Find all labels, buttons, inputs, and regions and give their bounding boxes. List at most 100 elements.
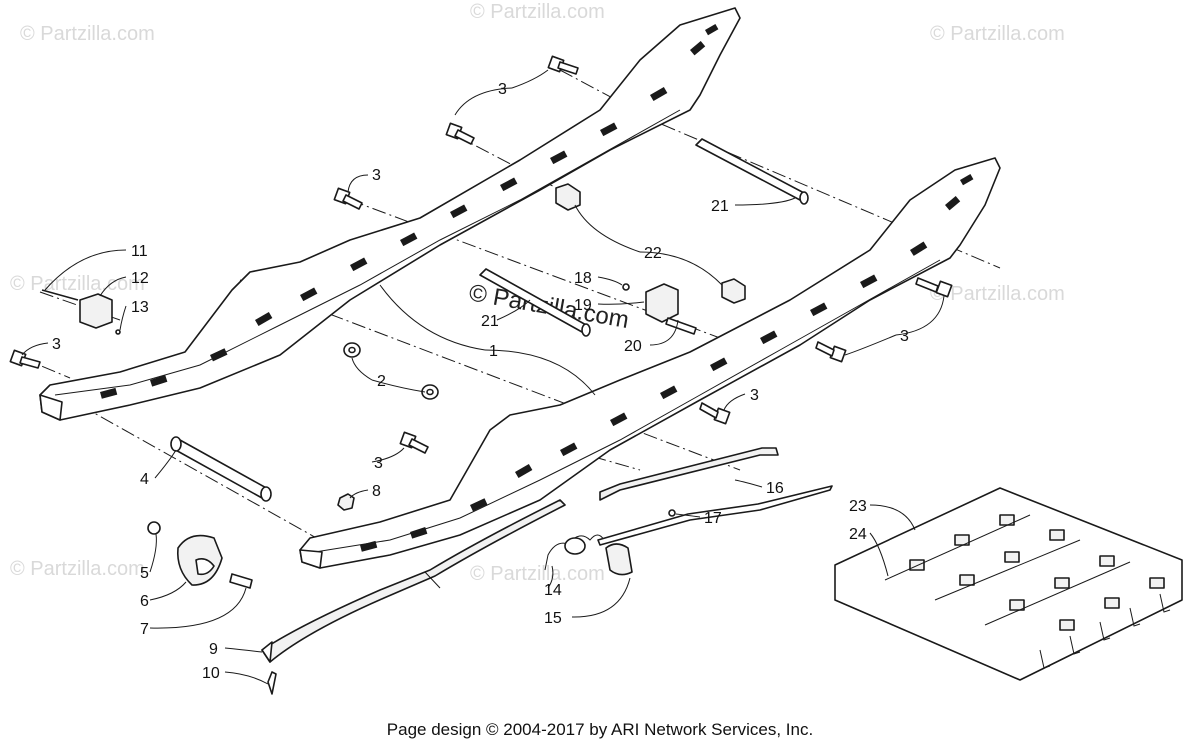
shaft-end: [799, 191, 809, 205]
right-rail-end: [299, 549, 323, 569]
spring-coil: [544, 534, 605, 571]
shaft-end: [581, 323, 591, 337]
watermark: © Partzilla.com: [930, 23, 1065, 45]
slide-joint: [424, 571, 441, 589]
bolt: [815, 341, 847, 363]
left-rail-edge: [54, 109, 681, 396]
callout-4: 4: [140, 471, 149, 488]
spring-body: [564, 537, 586, 555]
track: [834, 487, 1183, 681]
bolt: [229, 573, 253, 589]
callout-2: 2: [377, 373, 386, 390]
bolt: [399, 431, 429, 454]
plate-16: [599, 447, 779, 501]
callout-21: 21: [481, 313, 499, 330]
bolts: [9, 55, 953, 454]
callout-14: 14: [544, 582, 562, 599]
callouts: 3 3 3 3 3 3 21 21 22 11 12 13 18 19 20 1…: [52, 81, 909, 682]
callout-3: 3: [52, 336, 61, 353]
washer-hole: [426, 388, 434, 396]
callout-19: 19: [574, 297, 592, 314]
callout-22: 22: [644, 245, 662, 262]
right-rail-body: [299, 157, 1001, 569]
track-rods: [884, 514, 1131, 626]
screw-17: [668, 509, 676, 517]
left-rail-end: [39, 394, 63, 421]
callout-7: 7: [140, 621, 149, 638]
left-rail-body: [39, 7, 741, 421]
track-lugs: [1039, 593, 1171, 669]
screw-10: [267, 671, 277, 695]
assembly-line: [79, 404, 321, 541]
bolt: [9, 349, 41, 369]
callout-10: 10: [202, 665, 220, 682]
bumper-block-rear: [622, 283, 697, 335]
assembly-line: [349, 199, 721, 339]
callout-1: 1: [489, 343, 498, 360]
bolt: [699, 402, 731, 425]
block: [79, 293, 113, 329]
callout-9: 9: [209, 641, 218, 658]
spring-rod: [597, 485, 833, 546]
spacer: [555, 183, 581, 211]
callout-11: 11: [131, 243, 148, 260]
track-edge: [834, 599, 1183, 681]
right-rail: [299, 157, 1001, 569]
watermark: © Partzilla.com: [470, 1, 605, 23]
axle-body: [171, 439, 271, 499]
nut: [147, 521, 161, 535]
assembly-line: [239, 279, 741, 471]
screw: [665, 317, 697, 335]
callout-3: 3: [374, 455, 383, 472]
spring-cap: [605, 543, 633, 576]
watermark: © Partzilla.com: [10, 273, 145, 295]
washers: [343, 342, 439, 400]
nut: [622, 283, 630, 291]
idler-assembly: [147, 521, 253, 589]
front-axle: [170, 436, 272, 502]
callout-12: 12: [131, 270, 149, 287]
assembly-line: [454, 134, 571, 196]
watermark: © Partzilla.com: [10, 558, 145, 580]
shaft-body: [695, 138, 807, 201]
callout-24: 24: [849, 526, 867, 543]
page-footer: Page design © 2004-2017 by ARI Network S…: [386, 720, 814, 739]
slide-tip: [261, 641, 273, 663]
watermark: © Partzilla.com: [930, 283, 1065, 305]
left-rail-slots: [100, 24, 719, 399]
callout-3: 3: [372, 167, 381, 184]
callout-23: 23: [849, 498, 867, 515]
callout-3: 3: [750, 387, 759, 404]
callout-3: 3: [900, 328, 909, 345]
leader-lines: [21, 69, 945, 685]
shaft-mid: [479, 268, 591, 337]
callout-15: 15: [544, 610, 562, 627]
bolt: [547, 55, 579, 75]
callout-3: 3: [498, 81, 507, 98]
callout-16: 16: [766, 480, 784, 497]
bolt: [915, 277, 953, 298]
spacer: [721, 278, 746, 304]
bumper-block-front: [41, 289, 121, 335]
callout-21: 21: [711, 198, 729, 215]
callout-18: 18: [574, 270, 592, 287]
callout-13: 13: [131, 299, 149, 316]
callout-5: 5: [140, 565, 149, 582]
slide-body: [261, 499, 566, 663]
callout-6: 6: [140, 593, 149, 610]
bolt: [445, 122, 475, 145]
right-rail-slots: [360, 174, 974, 552]
watermark: © Partzilla.com: [470, 563, 605, 585]
callout-20: 20: [624, 338, 642, 355]
washer-hole: [348, 346, 356, 354]
callout-17: 17: [704, 510, 722, 527]
axle-end: [260, 486, 272, 502]
watermark: © Partzilla.com: [20, 23, 155, 45]
slide-rail: [261, 499, 566, 663]
callout-8: 8: [372, 483, 381, 500]
axle-end: [170, 436, 182, 452]
block: [645, 283, 679, 323]
bolt: [333, 187, 363, 210]
shaft-rear: [695, 138, 809, 205]
